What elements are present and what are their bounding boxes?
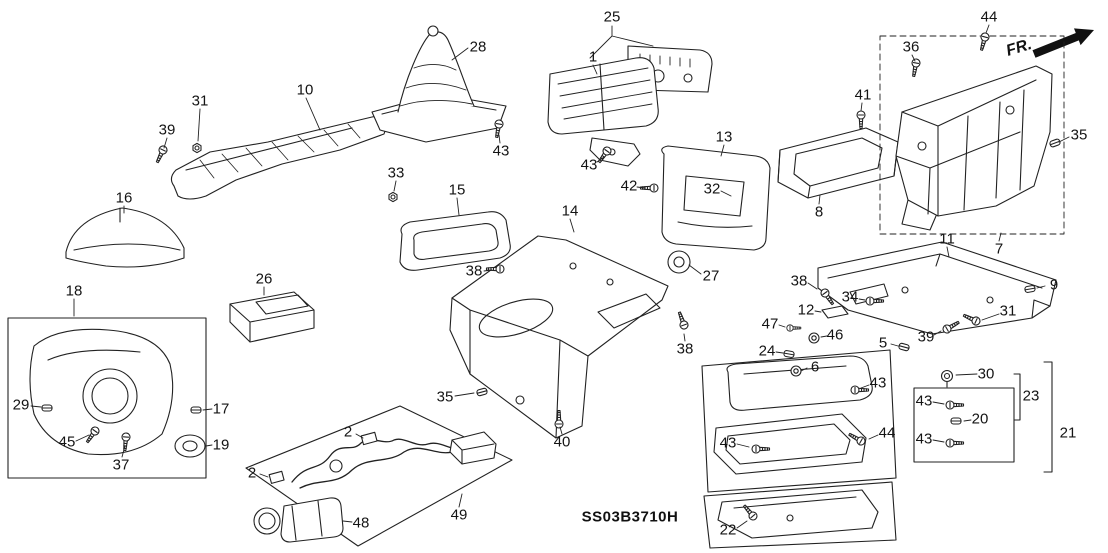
part-callout-23: 23 [1022, 387, 1040, 405]
part-callout-41: 41 [854, 86, 872, 104]
fr-direction: FR. [1004, 28, 1094, 60]
rear-bracket-drawing [879, 35, 1065, 235]
part-callout-44: 44 [878, 424, 896, 442]
column-upper-cover-drawing [65, 207, 185, 268]
cigarette-lighter-drawing [253, 497, 344, 543]
part-callout-21: 21 [1059, 424, 1077, 442]
part-callout-43: 43 [915, 392, 933, 410]
diagram-code: SS03B3710H [581, 508, 679, 526]
lower-panel-drawing [170, 115, 389, 200]
part-callout-22: 22 [719, 521, 737, 539]
column-lower-cover-drawing [7, 317, 207, 479]
part-callout-9: 9 [1049, 276, 1059, 294]
part-callout-36: 36 [902, 38, 920, 56]
under-lid-box-drawing [703, 481, 897, 549]
part-callout-38: 38 [676, 340, 694, 358]
part-callout-16: 16 [115, 189, 133, 207]
boot-ring-drawing [399, 211, 511, 271]
part-callout-24: 24 [758, 342, 776, 360]
harness-connector [268, 470, 285, 484]
part-callout-43: 43 [915, 430, 933, 448]
part-callout-11: 11 [939, 230, 955, 248]
rear-pocket-drawing [661, 145, 771, 274]
part-callout-31: 31 [191, 92, 209, 110]
part-callout-27: 27 [702, 267, 720, 285]
part-callout-31: 31 [999, 302, 1017, 320]
part-callout-12: 12 [797, 301, 815, 319]
part-callout-39: 39 [158, 121, 176, 139]
harness-connector [360, 431, 378, 446]
part-callout-19: 19 [212, 436, 230, 454]
part-callout-43: 43 [719, 434, 737, 452]
part-callout-28: 28 [469, 38, 487, 56]
part-callout-42: 42 [620, 177, 638, 195]
part-callout-17: 17 [212, 400, 230, 418]
ring-drawing [174, 434, 206, 458]
pocket-lid-drawing [229, 291, 315, 343]
console-body-drawing [449, 235, 669, 439]
part-callout-39: 39 [917, 328, 935, 346]
part-callout-43: 43 [492, 142, 510, 160]
part-callout-8: 8 [814, 203, 824, 221]
part-callout-15: 15 [448, 181, 466, 199]
part-callout-48: 48 [352, 514, 370, 532]
part-callout-30: 30 [977, 365, 995, 383]
part-callout-20: 20 [971, 410, 989, 428]
part-callout-35: 35 [436, 388, 454, 406]
part-callout-34: 34 [841, 288, 859, 306]
part-callout-38: 38 [465, 262, 483, 280]
part-callout-14: 14 [561, 202, 579, 220]
console-bracket-drawing [777, 127, 899, 199]
part-callout-25: 25 [603, 8, 621, 26]
small-bracket-drawing [821, 305, 849, 319]
part-callout-13: 13 [715, 128, 733, 146]
fr-label: FR. [1004, 36, 1034, 60]
part-callout-37: 37 [112, 456, 130, 474]
part-callout-35: 35 [1070, 126, 1088, 144]
part-callout-5: 5 [878, 334, 888, 352]
part-callout-40: 40 [553, 433, 571, 451]
part-callout-47: 47 [761, 315, 779, 333]
part-callout-32: 32 [703, 180, 721, 198]
part-callout-43: 43 [869, 374, 887, 392]
part-callout-43: 43 [580, 156, 598, 174]
group-bracket-23 [1013, 373, 1021, 421]
leader-lines [30, 24, 1070, 529]
part-callout-45: 45 [58, 433, 76, 451]
part-callout-49: 49 [450, 506, 468, 524]
part-callout-26: 26 [255, 270, 273, 288]
part-callout-2: 2 [247, 464, 257, 482]
armrest-lid-box-drawing [701, 349, 897, 493]
part-callout-2: 2 [343, 423, 353, 441]
part-callout-44: 44 [980, 8, 998, 26]
fr-arrow-icon [1032, 28, 1094, 58]
shift-boot-drawing [371, 25, 507, 143]
part-callout-29: 29 [12, 396, 30, 414]
part-callout-7: 7 [994, 240, 1004, 258]
part-callout-46: 46 [826, 326, 844, 344]
part-callout-1: 1 [588, 48, 598, 66]
part-callout-33: 33 [387, 164, 405, 182]
part-callout-38: 38 [790, 272, 808, 290]
clip-kit-box-drawing [913, 361, 1053, 473]
group-bracket-21 [1043, 361, 1053, 473]
part-callout-6: 6 [810, 358, 820, 376]
part-callout-10: 10 [296, 81, 314, 99]
part-callout-18: 18 [65, 282, 83, 300]
harness-drawing [245, 405, 513, 547]
